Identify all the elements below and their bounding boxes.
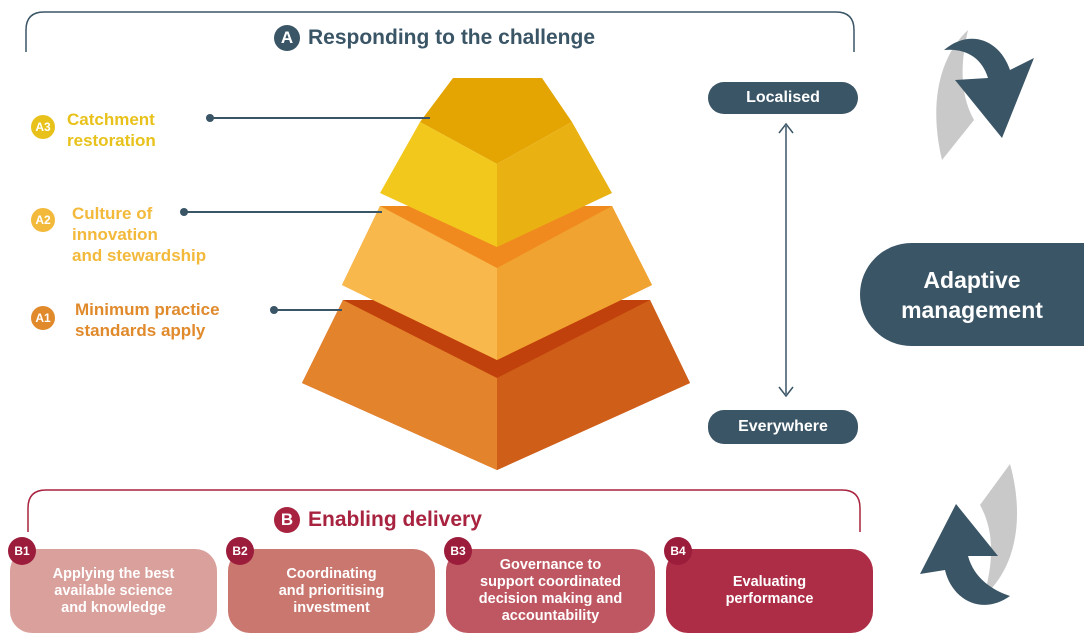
enabler-b1-label: Applying the best available science and … [52, 565, 175, 616]
adaptive-management: Adaptive management [860, 243, 1084, 346]
leader-dot-a2 [180, 208, 188, 216]
enabler-b2: Coordinating and prioritising investment [228, 549, 435, 633]
leader-dot-a3 [206, 114, 214, 122]
level-a3-badge: A3 [31, 115, 55, 139]
level-a3-label: Catchment restoration [67, 110, 156, 150]
pyramid-tier-a2-left [342, 206, 497, 360]
leader-dot-a1 [270, 306, 278, 314]
scale-top-pill: Localised [708, 82, 858, 114]
section-a-bracket [25, 11, 855, 52]
pyramid-tier-a3-right [497, 122, 612, 247]
pyramid-tier-a3-top [420, 78, 572, 164]
enabler-b4-label: Evaluating performance [725, 574, 814, 607]
enabler-b4: Evaluating performance [666, 549, 873, 633]
scale-arrow-up-icon [778, 122, 794, 134]
curved-arrow-down-icon [936, 30, 1034, 160]
scale-arrow-down-icon [778, 386, 794, 398]
pyramid-tier-a2-right [497, 206, 652, 360]
section-b-title: Enabling delivery [308, 508, 482, 531]
curved-arrow-up-icon [920, 464, 1018, 605]
pyramid-tier-a3-left [380, 122, 497, 247]
enabler-b4-badge: B4 [664, 537, 692, 565]
section-b-bracket [27, 489, 861, 532]
enabler-b1: Applying the best available science and … [10, 549, 217, 633]
level-a2-label: Culture of innovation and stewardship [72, 204, 207, 265]
scale-bottom-pill: Everywhere [708, 410, 858, 444]
adaptive-management-label: Adaptive management [901, 266, 1043, 323]
section-a-title: Responding to the challenge [308, 26, 596, 49]
enabler-b2-badge: B2 [226, 537, 254, 565]
section-a-header: A Responding to the challenge [274, 25, 595, 51]
pyramid [302, 78, 690, 470]
section-b-header: B Enabling delivery [274, 507, 482, 533]
enabler-b1-badge: B1 [8, 537, 36, 565]
enabler-b3-label: Governance to support coordinated decisi… [478, 557, 623, 624]
pyramid-tier-a1-left [302, 300, 497, 470]
pyramid-tier-a1-right [497, 300, 690, 470]
enabler-b3: Governance to support coordinated decisi… [446, 549, 655, 633]
enabler-b3-badge: B3 [444, 537, 472, 565]
level-a2-badge: A2 [31, 208, 55, 232]
level-a1-label: Minimum practice standards apply [75, 300, 220, 340]
section-b-badge: B [274, 507, 300, 533]
section-a-badge: A [274, 25, 300, 51]
enabler-b2-label: Coordinating and prioritising investment [278, 565, 385, 616]
level-a1-badge: A1 [31, 306, 55, 330]
